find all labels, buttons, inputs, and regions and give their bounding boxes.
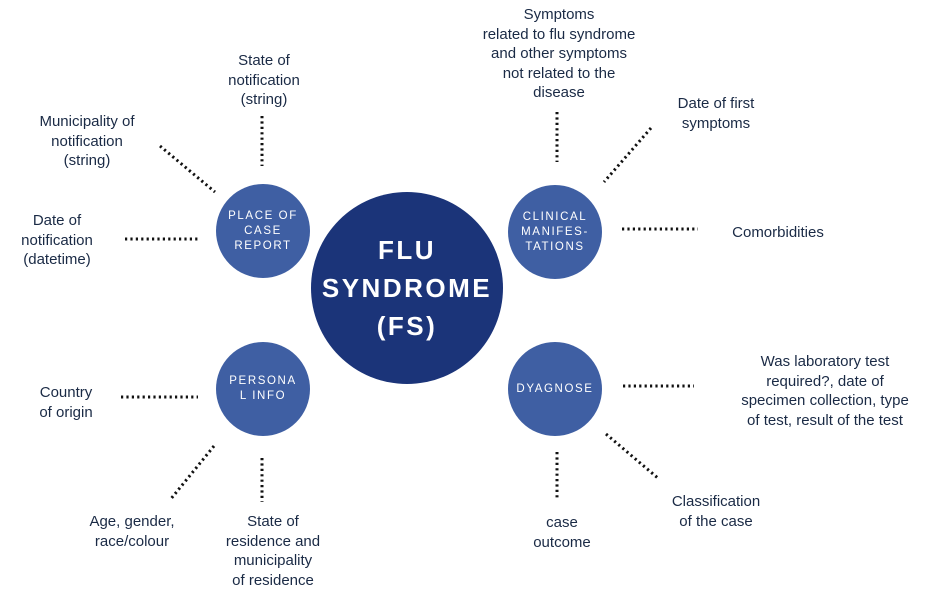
- connector-classification: [605, 432, 660, 481]
- connector-municipality-notification: [159, 144, 216, 194]
- label-classification-of-the-case: Classification of the case: [671, 493, 761, 530]
- label-date-of-notification: Date of notification (datetime): [21, 212, 93, 268]
- node-clinical-line3: TATIONS: [525, 240, 585, 253]
- node-place-line2: CASE: [244, 224, 282, 237]
- node-personal-line1: PERSONA: [229, 375, 297, 387]
- center-title-line2: SYNDROME: [321, 273, 493, 303]
- center-title-line3: (FS): [376, 311, 438, 341]
- connector-age-gender: [168, 445, 216, 501]
- node-place-line3: REPORT: [234, 239, 292, 252]
- label-municipality-of-notification: Municipality of notification (string): [39, 113, 135, 169]
- label-state-of-residence: State of residence and municipality of r…: [225, 513, 321, 589]
- node-personal-info: PERSONA L INFO: [216, 342, 310, 436]
- label-state-of-notification: State of notification (string): [228, 52, 300, 108]
- center-node-flu-syndrome: FLU SYNDROME (FS): [311, 192, 503, 384]
- node-clinical-line1: CLINICAL: [522, 210, 588, 223]
- label-country-of-origin: Country of origin: [39, 384, 93, 421]
- label-laboratory-test: Was laboratory test required?, date of s…: [741, 353, 909, 429]
- node-clinical-line2: MANIFES-: [521, 225, 589, 238]
- node-place-line1: PLACE OF: [228, 209, 298, 222]
- node-place-of-case-report: PLACE OF CASE REPORT: [216, 184, 310, 278]
- node-personal-line2: L INFO: [239, 390, 287, 402]
- connector-date-first-symptoms: [602, 127, 653, 183]
- label-comorbidities: Comorbidities: [732, 224, 824, 241]
- label-case-outcome: case outcome: [533, 514, 591, 551]
- node-diagnose: DYAGNOSE: [508, 342, 602, 436]
- center-title-line1: FLU: [377, 235, 437, 265]
- node-clinical-manifestations: CLINICAL MANIFES- TATIONS: [508, 185, 602, 279]
- label-date-of-first-symptoms: Date of first symptoms: [677, 95, 755, 132]
- node-diagnose-line1: DYAGNOSE: [516, 382, 594, 395]
- label-symptoms: Symptoms related to flu syndrome and oth…: [482, 6, 636, 101]
- label-age-gender-race: Age, gender, race/colour: [89, 513, 175, 550]
